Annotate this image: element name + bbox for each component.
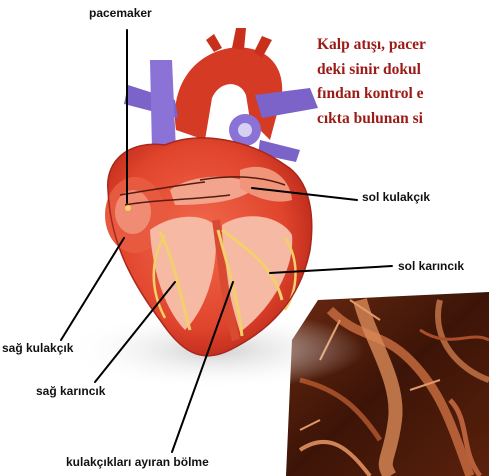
label-septum: kulakçıkları ayıran bölme [66,455,209,469]
label-left-ventricle: sol karıncık [398,259,464,273]
caption-line: Kalp atışı, pacer [317,33,489,58]
caption-text: Kalp atışı, pacer deki sinir dokul fında… [317,33,489,131]
label-pacemaker: pacemaker [89,6,152,20]
label-right-ventricle: sağ karıncık [36,384,105,398]
nerve-tissue-photo [286,292,489,476]
label-left-atrium: sol kulakçık [362,190,430,204]
caption-line: cıkta bulunan si [317,107,489,132]
label-right-atrium: sağ kulakçık [2,341,73,355]
caption-line: fından kontrol e [317,82,489,107]
caption-line: deki sinir dokul [317,58,489,83]
